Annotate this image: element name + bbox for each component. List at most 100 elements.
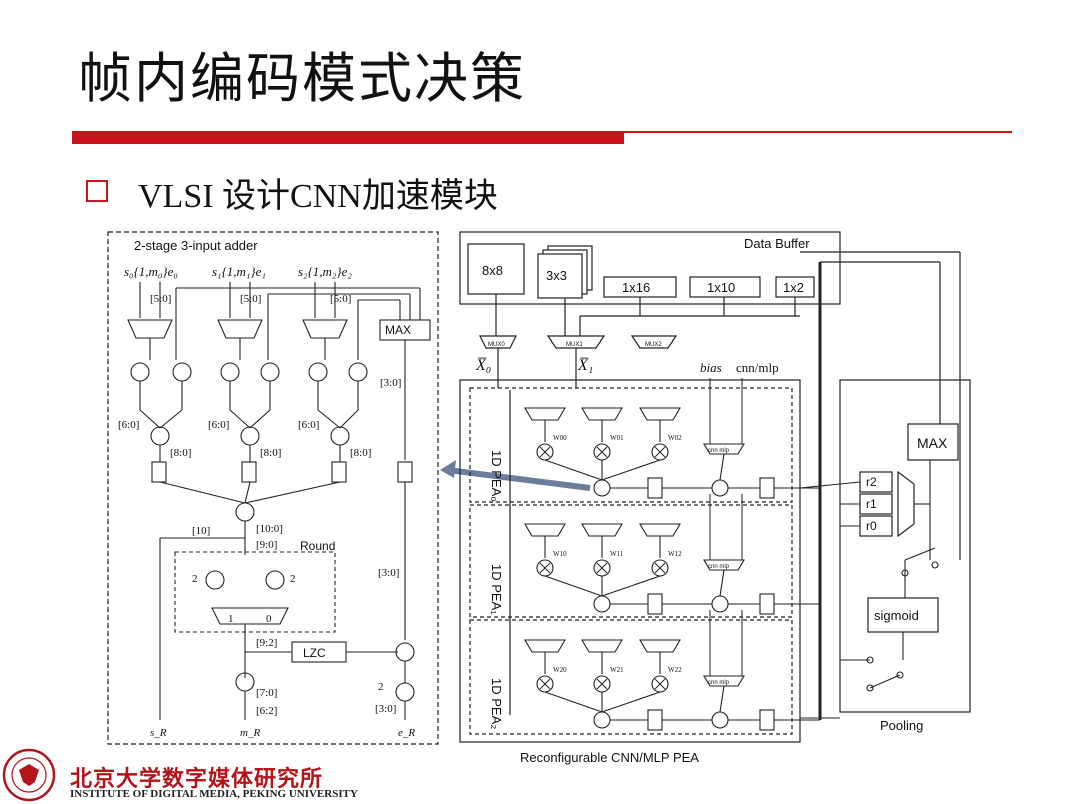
pool-max-label: MAX <box>917 435 948 451</box>
pool-max-box <box>907 423 959 461</box>
mux0-label: MUX0 <box>488 342 505 348</box>
pea-box <box>459 379 801 743</box>
pe-weight-2-0: W20 <box>553 666 567 674</box>
output-eR: e_R <box>398 727 415 739</box>
institute-name-cn: 北京大学数字媒体研究所 <box>70 766 324 792</box>
pe-out-reg-0 <box>759 477 775 499</box>
bits-label-1: [5:0] <box>240 293 261 305</box>
input-label-1: s₁{1,m₁}e₁ <box>212 264 266 279</box>
pe-weight-0-2: W02 <box>668 434 682 442</box>
reg-label-1: r1 <box>866 497 877 511</box>
pe-sum-wire-2-2 <box>601 691 661 713</box>
zoom-link-arrow <box>447 467 591 491</box>
round-const-right: 2 <box>290 573 296 585</box>
mux-sel-0: 0 <box>266 613 272 625</box>
pe-mult-x2-1-0 <box>539 562 551 574</box>
pea-row-label-1: 1D PEA₁ <box>489 564 504 615</box>
bits-100-label: [10:0] <box>256 523 283 535</box>
block-1x10 <box>689 276 761 298</box>
pe-acc-adder-1 <box>711 595 729 613</box>
pe-mult-x2-1-1 <box>596 562 608 574</box>
pe-weight-2-2: W22 <box>668 666 682 674</box>
bits-60-label-2: [6:0] <box>298 419 319 431</box>
pe-cnn-mlp-label-1: cnn mlp <box>708 564 730 570</box>
output-mR: m_R <box>240 727 260 739</box>
bullet-square-icon <box>86 180 108 202</box>
pe-mux-out-wire-1 <box>719 569 725 597</box>
pe-mux-2-2 <box>639 639 681 653</box>
mux2-label: MUX2 <box>645 342 662 348</box>
pe-mux-out-wire-0 <box>719 453 725 481</box>
pe-out-reg-2 <box>759 709 775 731</box>
lzc-label: LZC <box>303 646 326 660</box>
pooling-box <box>839 379 971 713</box>
pe-weight-0-1: W01 <box>610 434 624 442</box>
pea-row-label-0: 1D PEA₀ <box>489 450 504 502</box>
pe-weight-1-2: W12 <box>668 550 682 558</box>
pe-weight-2-1: W21 <box>610 666 624 674</box>
pe-acc-adder-2 <box>711 711 729 729</box>
pe-sum-wire-0-0 <box>544 459 603 481</box>
mux-sel-1: 1 <box>228 613 234 625</box>
adder-max-label: MAX <box>385 323 411 337</box>
pea-row-label-2: 1D PEA₂ <box>489 678 504 729</box>
bits-30-label: [3:0] <box>380 377 401 389</box>
data-buffer-label: Data Buffer <box>744 236 810 251</box>
pe-mult-x2-0-0 <box>539 446 551 458</box>
zoom-link-arrowhead <box>440 460 456 478</box>
bias-label: bias <box>700 360 722 375</box>
pea-row-1 <box>469 504 793 618</box>
title-rule <box>624 131 1012 133</box>
pe-mult-x2-2-2 <box>654 678 666 690</box>
slide-title: 帧内编码模式决策 <box>78 47 526 110</box>
pea-row-0 <box>469 387 793 503</box>
pe-cnn-mlp-mux-1 <box>703 559 745 571</box>
output-sR: s_R <box>150 727 167 739</box>
block-label-1x16: 1x16 <box>622 280 650 295</box>
pe-mux-2-0 <box>524 639 566 653</box>
bits-90-label: [9:0] <box>256 539 277 551</box>
bits-62-label: [6:2] <box>256 705 277 717</box>
pe-out-reg-1 <box>759 593 775 615</box>
adder-header: 2-stage 3-input adder <box>134 238 258 253</box>
pe-mux-1-0 <box>524 523 566 537</box>
pe-mult-x2-2-0 <box>539 678 551 690</box>
bits-30-label-2: [3:0] <box>378 567 399 579</box>
round-label: Round <box>300 539 335 553</box>
pe-mux-0-1 <box>581 407 623 421</box>
institute-name-en: INSTITUTE OF DIGITAL MEDIA, PEKING UNIVE… <box>70 788 358 800</box>
peking-university-seal-icon <box>2 748 56 802</box>
block-label-1x10: 1x10 <box>707 280 735 295</box>
pe-adder-2 <box>593 711 611 729</box>
bits-30-label-3: [3:0] <box>375 703 396 715</box>
pe-weight-1-1: W11 <box>610 550 624 558</box>
pe-reg-0 <box>647 477 663 499</box>
pea-caption: Reconfigurable CNN/MLP PEA <box>520 750 699 765</box>
data-buffer-box <box>459 231 841 305</box>
pe-cnn-mlp-mux-0 <box>703 443 745 455</box>
pe-mult-x2-0-1 <box>596 446 608 458</box>
pe-mult-x2-2-1 <box>596 678 608 690</box>
pooling-caption: Pooling <box>880 718 923 733</box>
adder-panel <box>107 231 439 745</box>
pe-sum-wire-2-0 <box>544 691 603 713</box>
x1-label: X̅₁ <box>577 357 593 374</box>
block-label-8x8: 8x8 <box>482 263 503 278</box>
block-label-1x2: 1x2 <box>783 280 804 295</box>
pe-reg-1 <box>647 593 663 615</box>
pe-mux-1-1 <box>581 523 623 537</box>
mux1-label: MUX1 <box>566 342 583 348</box>
block-label-3x3: 3x3 <box>546 268 567 283</box>
bits-60-label-0: [6:0] <box>118 419 139 431</box>
pe-weight-1-0: W10 <box>553 550 567 558</box>
reg-label-2: r2 <box>866 475 877 489</box>
bits-80-label-1: [8:0] <box>260 447 281 459</box>
pe-mux-0-0 <box>524 407 566 421</box>
round-const-left: 2 <box>192 573 198 585</box>
pe-cnn-mlp-mux-2 <box>703 675 745 687</box>
pe-mult-x2-0-2 <box>654 446 666 458</box>
title-accent-bar <box>72 131 624 144</box>
sigmoid-label: sigmoid <box>874 608 919 623</box>
cnn-mlp-label: cnn/mlp <box>736 360 779 375</box>
